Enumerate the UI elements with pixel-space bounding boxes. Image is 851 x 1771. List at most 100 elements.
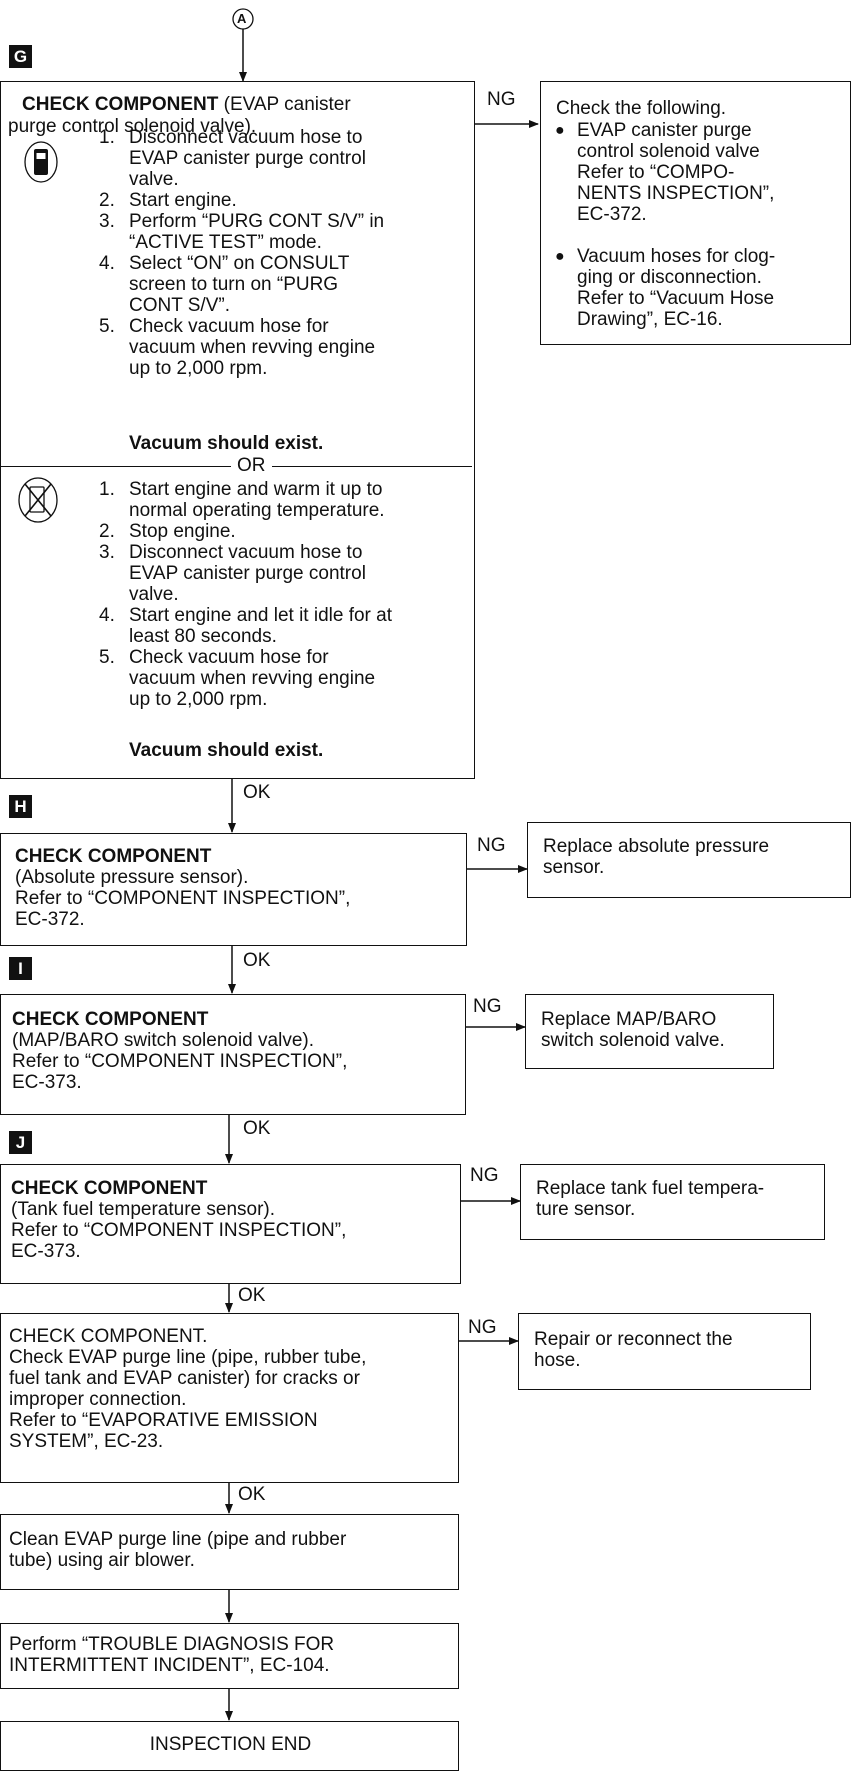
g-title-line1: CHECK COMPONENT (EVAP canister — [22, 94, 472, 115]
no-consult-result: Vacuum should exist. — [129, 740, 324, 761]
g-ng-b2-line-4: Drawing”, EC-16. — [577, 309, 723, 330]
bullet-1: ● — [555, 122, 565, 139]
no-consult-step-num-1: 1. — [99, 479, 115, 500]
i-line-1: CHECK COMPONENT — [12, 1009, 209, 1030]
consult-tester-icon — [24, 141, 58, 183]
consult-step-4-line-2: screen to turn on “PURG — [129, 274, 339, 295]
check-evap-purge-valve-box: CHECK COMPONENT (EVAP canister purge con… — [0, 81, 475, 779]
no-consult-step-3-line-1: Disconnect vacuum hose to — [129, 542, 363, 563]
j-line-2: (Tank fuel temperature sensor). — [11, 1199, 276, 1220]
j-ok-label: OK — [238, 1285, 266, 1306]
step-marker-i: I — [9, 957, 32, 980]
consult-result: Vacuum should exist. — [129, 433, 324, 454]
g-ng-b2-line-1: Vacuum hoses for clog- — [577, 246, 776, 267]
consult-step-5-line-3: up to 2,000 rpm. — [129, 358, 268, 379]
g-ng-b1-line-4: NENTS INSPECTION”, — [577, 183, 775, 204]
step-marker-g: G — [9, 45, 32, 68]
h-line-4: EC-372. — [15, 909, 85, 930]
j-line-1: CHECK COMPONENT — [11, 1178, 208, 1199]
check-absolute-pressure-sensor-box: CHECK COMPONENT(Absolute pressure sensor… — [0, 833, 467, 946]
k-ng-label: NG — [468, 1317, 497, 1338]
i-ng-line-1: Replace MAP/BARO — [541, 1009, 717, 1030]
consult-step-1-line-1: Disconnect vacuum hose to — [129, 127, 363, 148]
no-consult-step-2-line-1: Stop engine. — [129, 521, 236, 542]
k-ng-line-1: Repair or reconnect the — [534, 1329, 733, 1350]
consult-step-num-5: 5. — [99, 316, 115, 337]
no-consult-step-3-line-2: EVAP canister purge control — [129, 563, 366, 584]
j-ng-result-box: Replace tank fuel tempera-ture sensor. — [520, 1164, 825, 1240]
g-ng-b2-line-3: Refer to “Vacuum Hose — [577, 288, 775, 309]
k-ng-line-2: hose. — [534, 1350, 581, 1371]
check-evap-purge-line-box: CHECK COMPONENT.Check EVAP purge line (p… — [0, 1313, 459, 1483]
consult-step-num-4: 4. — [99, 253, 115, 274]
no-consult-step-1-line-2: normal operating temperature. — [129, 500, 385, 521]
no-consult-step-num-3: 3. — [99, 542, 115, 563]
g-ng-result-box: Check the following. ● EVAP canister pur… — [540, 81, 851, 345]
consult-step-5-line-1: Check vacuum hose for — [129, 316, 329, 337]
g-ng-b2-line-2: ging or disconnection. — [577, 267, 762, 288]
consult-step-3-line-1: Perform “PURG CONT S/V” in — [129, 211, 385, 232]
connector-a-label: A — [237, 11, 247, 26]
j-ng-line-1: Replace tank fuel tempera- — [536, 1178, 765, 1199]
i-line-3: Refer to “COMPONENT INSPECTION”, — [12, 1051, 348, 1072]
h-line-3: Refer to “COMPONENT INSPECTION”, — [15, 888, 351, 909]
no-consult-step-num-2: 2. — [99, 521, 115, 542]
consult-step-num-2: 2. — [99, 190, 115, 211]
h-line-1: CHECK COMPONENT — [15, 846, 212, 867]
g-ok-label: OK — [243, 782, 271, 803]
consult-step-2-line-1: Start engine. — [129, 190, 237, 211]
j-ng-line-2: ture sensor. — [536, 1199, 636, 1220]
i-ng-line-2: switch solenoid valve. — [541, 1030, 725, 1051]
k-line-4: improper connection. — [9, 1389, 187, 1410]
g-ng-b1-line-5: EC-372. — [577, 204, 647, 225]
no-consult-step-num-5: 5. — [99, 647, 115, 668]
consult-step-5-line-2: vacuum when revving engine — [129, 337, 376, 358]
consult-step-num-1: 1. — [99, 127, 115, 148]
g-title-line2: purge control solenoid valve). — [8, 116, 257, 137]
consult-step-3-line-2: “ACTIVE TEST” mode. — [129, 232, 322, 253]
j-line-3: Refer to “COMPONENT INSPECTION”, — [11, 1220, 347, 1241]
no-consult-step-3-line-3: valve. — [129, 584, 179, 605]
k-line-1: CHECK COMPONENT. — [9, 1326, 208, 1347]
bullet-2: ● — [555, 248, 565, 265]
perform-line-1: Perform “TROUBLE DIAGNOSIS FOR — [9, 1634, 335, 1655]
h-line-2: (Absolute pressure sensor). — [15, 867, 249, 888]
consult-step-4-line-3: CONT S/V”. — [129, 295, 230, 316]
clean-line-2: tube) using air blower. — [9, 1550, 195, 1571]
g-ng-title: Check the following. — [556, 98, 727, 119]
check-map-baro-valve-box: CHECK COMPONENT(MAP/BARO switch solenoid… — [0, 994, 466, 1115]
h-ng-line-1: Replace absolute pressure — [543, 836, 770, 857]
h-ng-line-2: sensor. — [543, 857, 605, 878]
k-ok-label: OK — [238, 1484, 266, 1505]
g-title-bold: CHECK COMPONENT — [22, 94, 219, 115]
h-ok-label: OK — [243, 950, 271, 971]
k-line-3: fuel tank and EVAP canister) for cracks … — [9, 1368, 360, 1389]
perform-line-2: INTERMITTENT INCIDENT”, EC-104. — [9, 1655, 330, 1676]
g-title-rest: (EVAP canister — [218, 94, 351, 115]
no-consult-step-5-line-2: vacuum when revving engine — [129, 668, 376, 689]
i-line-4: EC-373. — [12, 1072, 82, 1093]
g-ng-label: NG — [487, 89, 516, 110]
consult-step-4-line-1: Select “ON” on CONSULT — [129, 253, 350, 274]
i-line-2: (MAP/BARO switch solenoid valve). — [12, 1030, 314, 1051]
inspection-end-label: INSPECTION END — [149, 1734, 312, 1755]
step-marker-j: J — [9, 1131, 32, 1154]
consult-step-num-3: 3. — [99, 211, 115, 232]
consult-step-1-line-3: valve. — [129, 169, 179, 190]
clean-line-1: Clean EVAP purge line (pipe and rubber — [9, 1529, 347, 1550]
check-tank-fuel-temp-sensor-box: CHECK COMPONENT(Tank fuel temperature se… — [0, 1164, 461, 1284]
k-line-2: Check EVAP purge line (pipe, rubber tube… — [9, 1347, 367, 1368]
no-consult-step-num-4: 4. — [99, 605, 115, 626]
consult-step-1-line-2: EVAP canister purge control — [129, 148, 366, 169]
i-ok-label: OK — [243, 1118, 271, 1139]
j-ng-label: NG — [470, 1165, 499, 1186]
step-marker-h: H — [9, 795, 32, 818]
g-ng-b1-line-2: control solenoid valve — [577, 141, 760, 162]
or-label: OR — [231, 455, 272, 476]
